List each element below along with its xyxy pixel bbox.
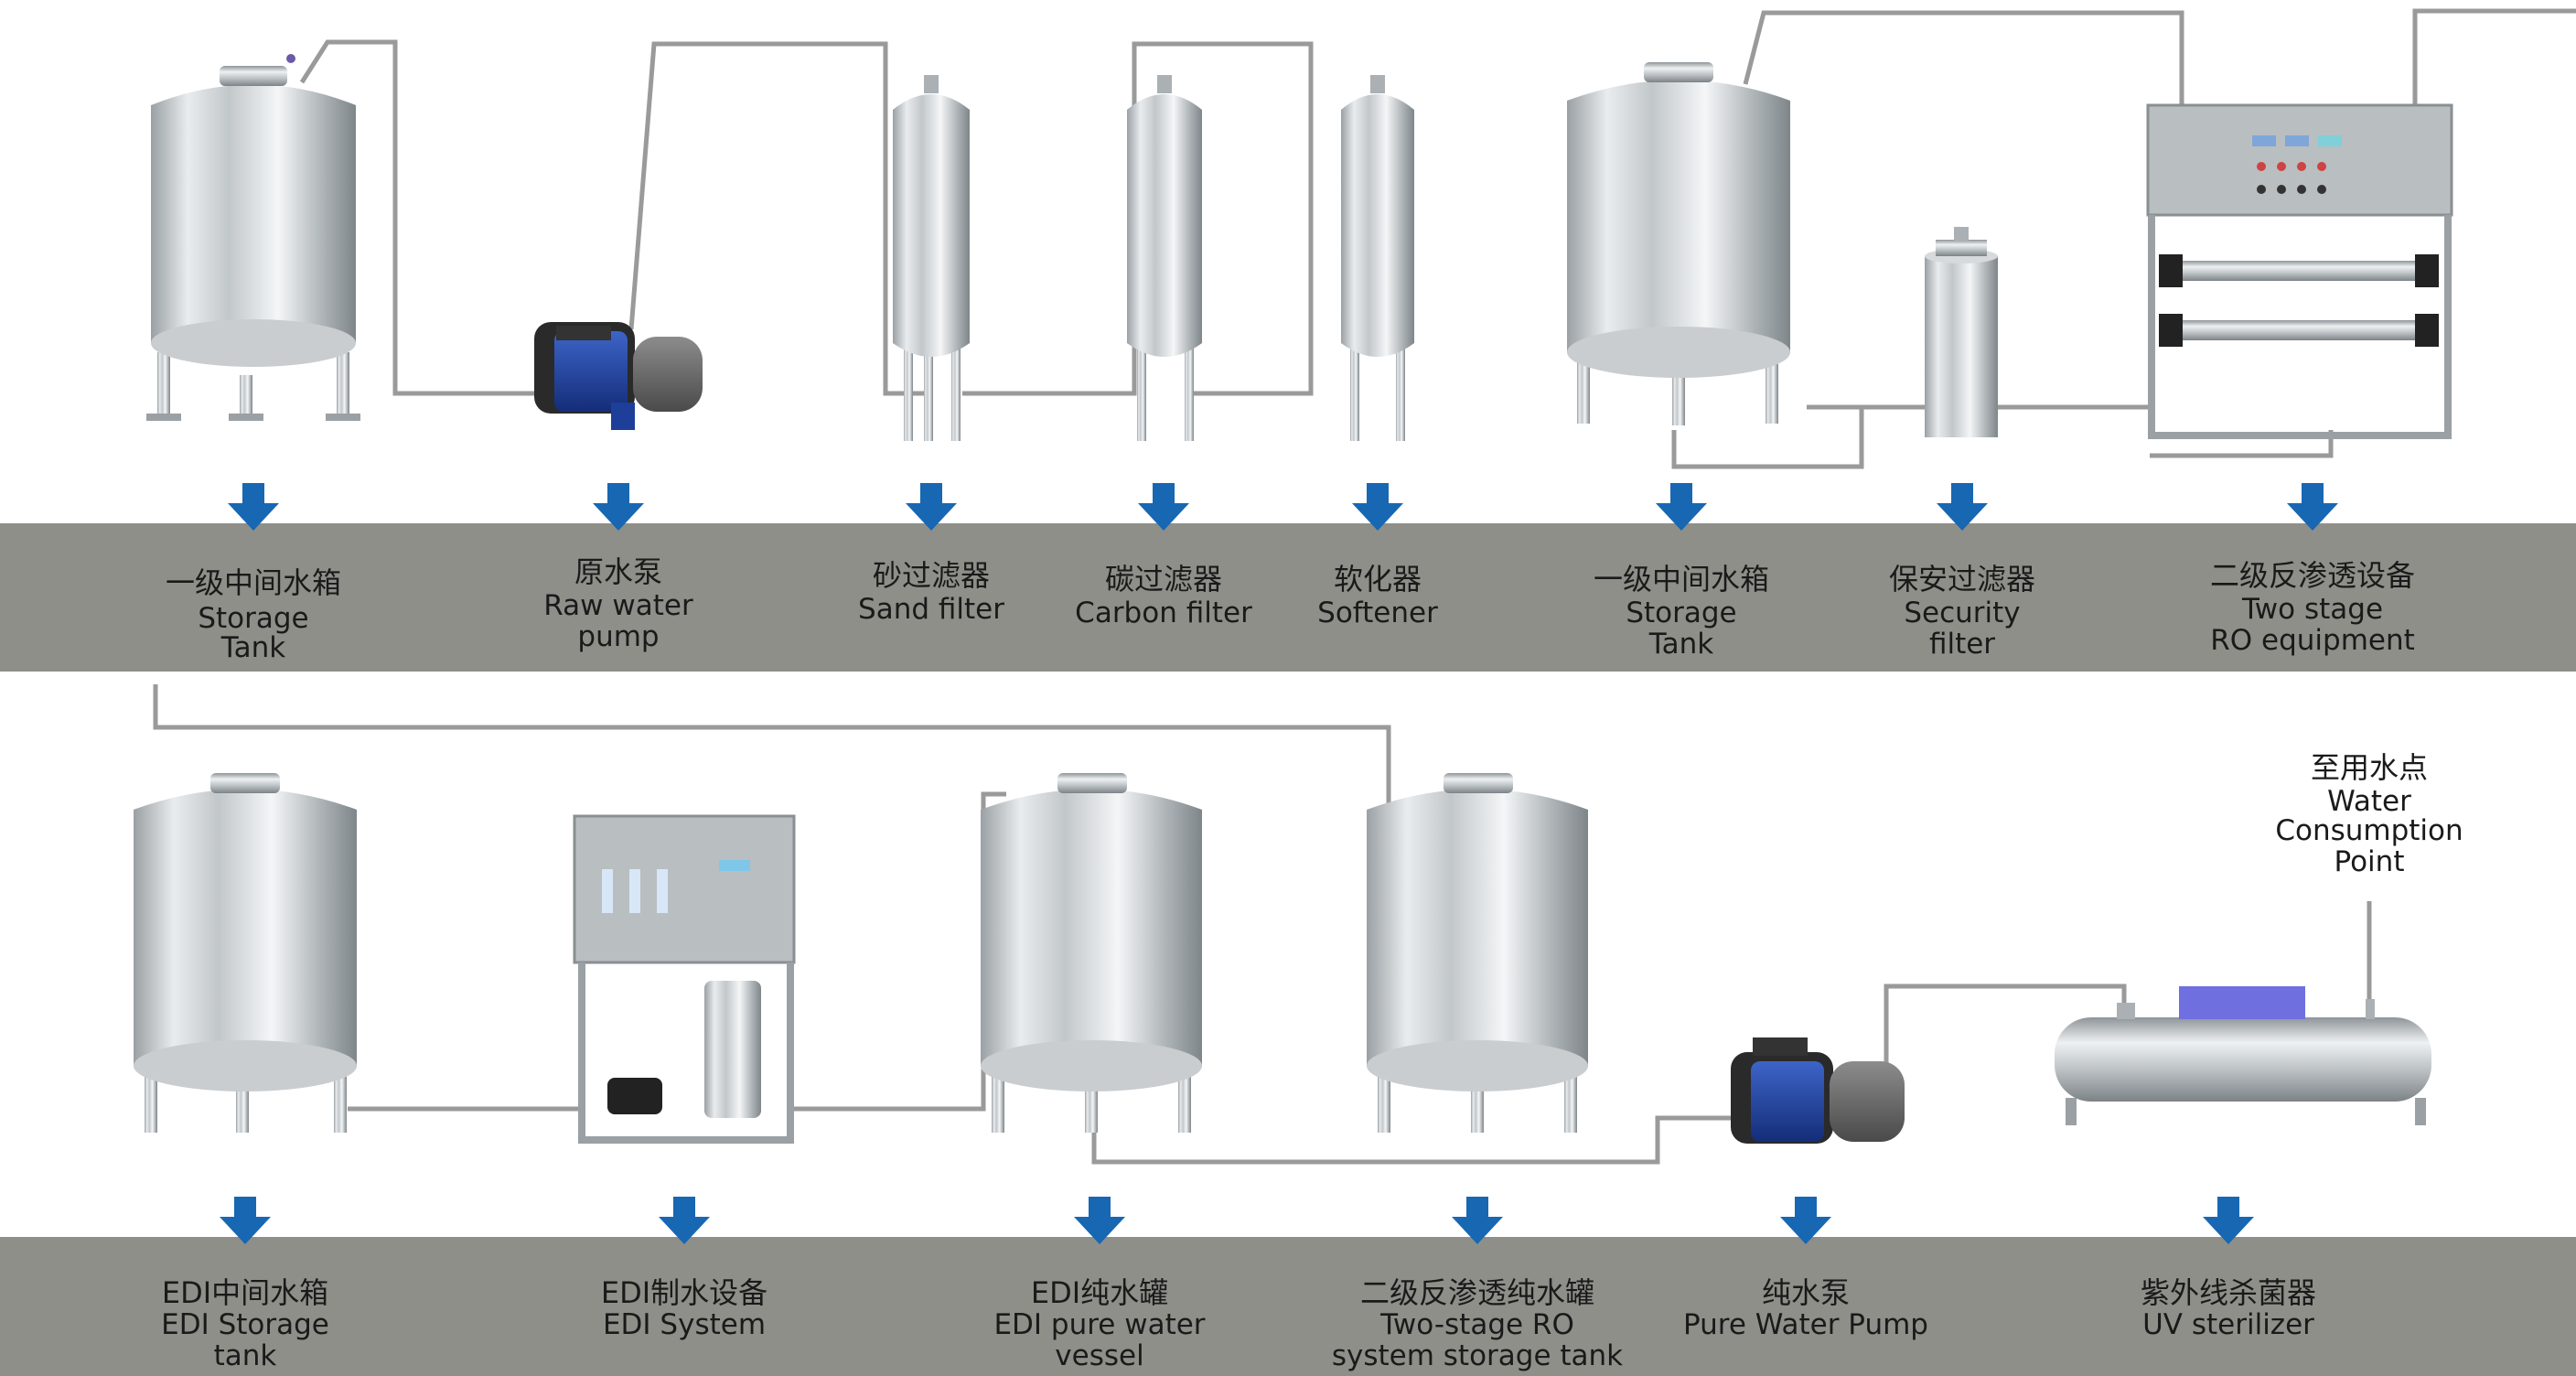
edi-storage-tank-en2: tank xyxy=(214,1339,277,1372)
sand-filter xyxy=(893,75,970,441)
security-filter-en2: filter xyxy=(1929,628,1995,661)
flow-arrow-down-6 xyxy=(1656,483,1707,531)
storage-tank-2 xyxy=(1567,62,1790,425)
security-filter-en1: Security xyxy=(1904,597,2020,629)
storage-tank-2-zh: 一级中间水箱 xyxy=(1594,562,1769,597)
flow-arrow-down-9 xyxy=(220,1197,271,1244)
consumption-point-zh: 至用水点 xyxy=(2311,750,2428,785)
label-ro-equipment: 二级反渗透设备 Two stage RO equipment xyxy=(2210,558,2415,657)
edi-pure-water-vessel-en2: vessel xyxy=(1055,1339,1143,1372)
flow-arrow-down-1 xyxy=(228,483,279,531)
storage-tank-1-en1: Storage xyxy=(198,602,308,635)
label-storage-tank-2: 一级中间水箱 Storage Tank xyxy=(1594,562,1769,661)
raw-water-pump-en2: pump xyxy=(577,620,659,653)
label-edi-storage-tank: EDI中间水箱 EDI Storage tank xyxy=(161,1275,329,1372)
flow-arrow-down-8 xyxy=(2287,483,2338,531)
consumption-point-en3: Point xyxy=(2334,845,2405,878)
flow-arrow-down-5 xyxy=(1352,483,1403,531)
uv-sterilizer xyxy=(2055,986,2431,1125)
flow-arrow-down-12 xyxy=(1452,1197,1503,1244)
softener-en1: Softener xyxy=(1317,597,1438,629)
softener xyxy=(1341,75,1414,441)
ro-equipment xyxy=(2146,103,2453,439)
carbon-filter-zh: 碳过滤器 xyxy=(1105,562,1222,597)
softener-zh: 软化器 xyxy=(1334,562,1422,597)
label-water-consumption-point: 至用水点 Water Consumption Point xyxy=(2275,750,2463,878)
sand-filter-zh: 砂过滤器 xyxy=(873,558,990,593)
label-edi-system: EDI制水设备 EDI System xyxy=(601,1275,767,1341)
ro-equipment-zh: 二级反渗透设备 xyxy=(2210,558,2415,593)
label-band-bottom xyxy=(0,1237,2576,1376)
pure-water-pump-en1: Pure Water Pump xyxy=(1683,1308,1928,1341)
edi-storage-tank xyxy=(134,773,357,1133)
security-filter-zh: 保安过滤器 xyxy=(1889,562,2035,597)
edi-system-zh: EDI制水设备 xyxy=(601,1275,767,1310)
flow-arrow-down-14 xyxy=(2203,1197,2254,1244)
sand-filter-en1: Sand filter xyxy=(858,593,1004,626)
ro-pure-water-tank xyxy=(1367,773,1588,1133)
label-sand-filter: 砂过滤器 Sand filter xyxy=(858,558,1004,626)
raw-water-pump xyxy=(534,322,703,430)
label-uv-sterilizer: 紫外线杀菌器 UV sterilizer xyxy=(2141,1275,2316,1341)
label-security-filter: 保安过滤器 Security filter xyxy=(1889,562,2035,661)
uv-sterilizer-en1: UV sterilizer xyxy=(2142,1308,2314,1341)
storage-tank-2-en2: Tank xyxy=(1648,628,1713,661)
edi-pure-water-vessel xyxy=(981,773,1202,1133)
security-filter xyxy=(1925,227,1998,437)
flow-arrow-down-2 xyxy=(593,483,644,531)
edi-pure-water-vessel-zh: EDI纯水罐 xyxy=(1031,1275,1168,1310)
storage-tank-1 xyxy=(146,54,360,421)
ro-pure-water-tank-zh: 二级反渗透纯水罐 xyxy=(1360,1275,1594,1310)
label-edi-pure-water-vessel: EDI纯水罐 EDI pure water vessel xyxy=(993,1275,1205,1372)
storage-tank-1-en2: Tank xyxy=(220,631,285,664)
label-raw-water-pump: 原水泵 Raw water pump xyxy=(543,554,693,653)
flow-arrow-down-4 xyxy=(1138,483,1189,531)
ro-pure-water-tank-en1: Two-stage RO xyxy=(1379,1308,1574,1341)
flow-arrow-down-11 xyxy=(1074,1197,1125,1244)
raw-water-pump-zh: 原水泵 xyxy=(574,554,662,589)
label-band-top xyxy=(0,523,2576,672)
flow-arrow-down-10 xyxy=(659,1197,710,1244)
consumption-point-en2: Consumption xyxy=(2275,814,2463,847)
storage-tank-2-en1: Storage xyxy=(1626,597,1736,629)
pure-water-pump xyxy=(1731,1037,1905,1144)
label-carbon-filter: 碳过滤器 Carbon filter xyxy=(1075,562,1252,629)
edi-system-en1: EDI System xyxy=(603,1308,766,1341)
raw-water-pump-en1: Raw water xyxy=(543,589,693,622)
ro-equipment-en1: Two stage xyxy=(2241,593,2383,626)
uv-sterilizer-zh: 紫外线杀菌器 xyxy=(2141,1275,2316,1310)
edi-system xyxy=(573,814,796,1144)
ro-equipment-en2: RO equipment xyxy=(2210,624,2415,657)
flow-arrows xyxy=(220,483,2338,1244)
label-pure-water-pump: 纯水泵 Pure Water Pump xyxy=(1683,1275,1928,1341)
pipes-row2 xyxy=(153,684,2372,1165)
pure-water-pump-zh: 纯水泵 xyxy=(1762,1275,1850,1310)
edi-storage-tank-en1: EDI Storage xyxy=(161,1308,329,1341)
consumption-point-en1: Water xyxy=(2327,785,2411,818)
label-storage-tank-1: 一级中间水箱 Storage Tank xyxy=(166,565,341,664)
ro-pure-water-tank-en2: system storage tank xyxy=(1332,1339,1623,1372)
flow-arrow-down-13 xyxy=(1780,1197,1831,1244)
label-softener: 软化器 Softener xyxy=(1317,562,1438,629)
flow-arrow-down-7 xyxy=(1937,483,1988,531)
edi-storage-tank-zh: EDI中间水箱 xyxy=(162,1275,328,1310)
storage-tank-1-zh: 一级中间水箱 xyxy=(166,565,341,600)
flow-arrow-down-3 xyxy=(906,483,957,531)
edi-pure-water-vessel-en1: EDI pure water xyxy=(993,1308,1205,1341)
carbon-filter xyxy=(1127,75,1202,441)
carbon-filter-en1: Carbon filter xyxy=(1075,597,1252,629)
label-ro-pure-water-tank: 二级反渗透纯水罐 Two-stage RO system storage tan… xyxy=(1332,1275,1623,1372)
